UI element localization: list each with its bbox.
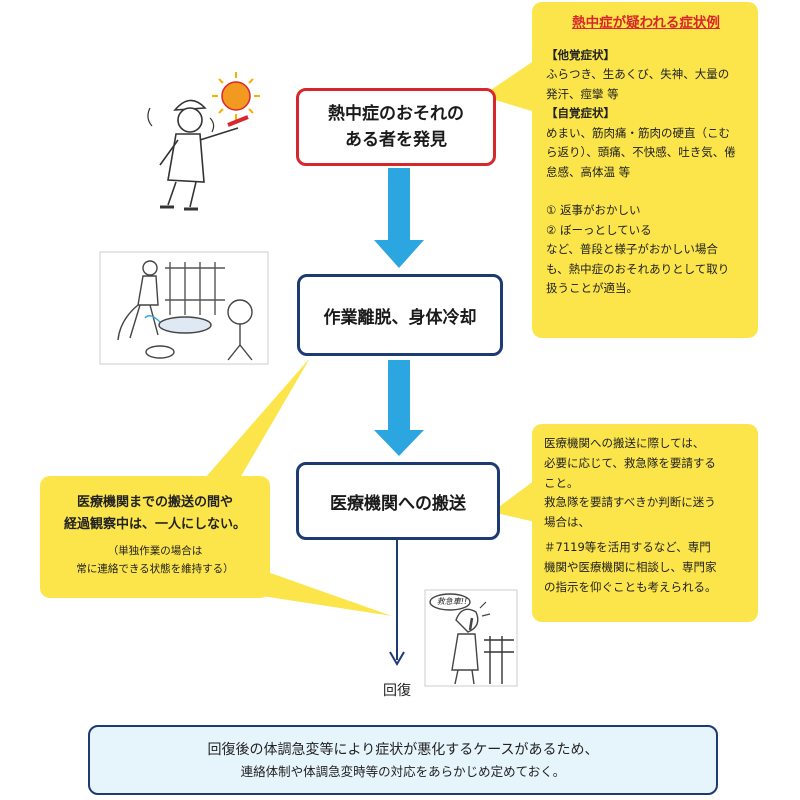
symptom-item-2: ② ぼーっとしている: [546, 222, 652, 237]
watch-line2: 経過観察中は、一人にしない。: [63, 517, 246, 532]
subjective-heading: 【自覚症状】: [546, 106, 615, 120]
closing-line: 扱うことが適当。: [546, 281, 638, 295]
watch-sub2: 常に連絡できる状態を維持する）: [76, 563, 234, 575]
recovery-label: 回復: [383, 683, 411, 699]
worker-phoning-illustration: [424, 589, 518, 687]
sun-icon: [212, 72, 260, 120]
flow-arrow-1: [374, 168, 424, 268]
closing-line: も、熱中症のおそれありとして取り: [546, 261, 730, 276]
closing-line: など、普段と様子がおかしい場合: [546, 242, 718, 256]
step1-line1: 熱中症のおそれの: [328, 104, 464, 124]
transport-callout: 医療機関への搬送に際しては、 必要に応じて、救急隊を要請する こと。 救急隊を要…: [532, 424, 758, 622]
step1-line2: ある者を発見: [345, 130, 447, 150]
transport-callout-tail: [492, 480, 535, 522]
subjective-line: 怠感、高体温 等: [546, 164, 631, 179]
worker-cooling-illustration: [99, 251, 269, 365]
transport-line: こと。: [544, 475, 579, 490]
watch-callout-tail-lower: [262, 570, 392, 616]
step3-label: 医療機関への搬送: [330, 493, 466, 514]
step-transport: 医療機関への搬送: [296, 462, 500, 540]
transport-line: の指示を仰ぐことも考えられる。: [544, 579, 717, 594]
symptoms-callout: 熱中症が疑われる症状例 【他覚症状】 ふらつき、生あくび、失神、大量の 発汗、痙…: [532, 2, 758, 338]
transport-line: ＃7119等を活用するなど、専門: [544, 539, 711, 554]
subjective-line: ら返り）、頭痛、不快感、吐き気、倦: [546, 145, 736, 159]
symptoms-title: 熱中症が疑われる症状例: [572, 15, 720, 31]
bottom-note: 回復後の体調急変等により症状が悪化するケースがあるため、 連絡体制や体調急変時等…: [88, 725, 718, 795]
bottom-note-line2: 連絡体制や体調急変時等の対応をあらかじめ定めておく。: [240, 764, 566, 779]
step-find-person: 熱中症のおそれの ある者を発見: [296, 88, 496, 166]
objective-line: ふらつき、生あくび、失神、大量の: [546, 67, 730, 81]
transport-line: 必要に応じて、救急隊を要請する: [544, 455, 716, 470]
transport-line: 救急隊を要請すべきか判断に迷う: [544, 495, 716, 510]
watch-callout-tail-upper: [205, 358, 310, 478]
watch-sub1: （単独作業の場合は: [107, 545, 203, 557]
flow-arrow-to-recovery: [389, 540, 405, 666]
bottom-note-line1: 回復後の体調急変等により症状が悪化するケースがあるため、: [207, 742, 599, 758]
objective-heading: 【他覚症状】: [546, 47, 615, 62]
step-cool-body: 作業離脱、身体冷却: [297, 274, 503, 356]
transport-line: 場合は、: [544, 515, 590, 530]
phone-speech-text: 救急車!!: [436, 597, 468, 606]
objective-line: 発汗、痙攣 等: [546, 86, 619, 101]
watch-callout: 医療機関までの搬送の間や 経過観察中は、一人にしない。 （単独作業の場合は 常に…: [40, 476, 270, 598]
watch-line1: 医療機関までの搬送の間や: [76, 495, 233, 510]
step2-label: 作業離脱、身体冷却: [323, 307, 477, 328]
flow-arrow-2: [374, 360, 424, 456]
symptom-item-1: ① 返事がおかしい: [546, 203, 641, 217]
transport-line: 機関や医療機関に相談し、専門家: [544, 559, 717, 574]
worker-dizzy-in-sun-illustration: [147, 72, 260, 211]
transport-line: 医療機関への搬送に際しては、: [544, 436, 705, 450]
subjective-line: めまい、筋肉痛・筋肉の硬直（こむ: [546, 125, 730, 140]
